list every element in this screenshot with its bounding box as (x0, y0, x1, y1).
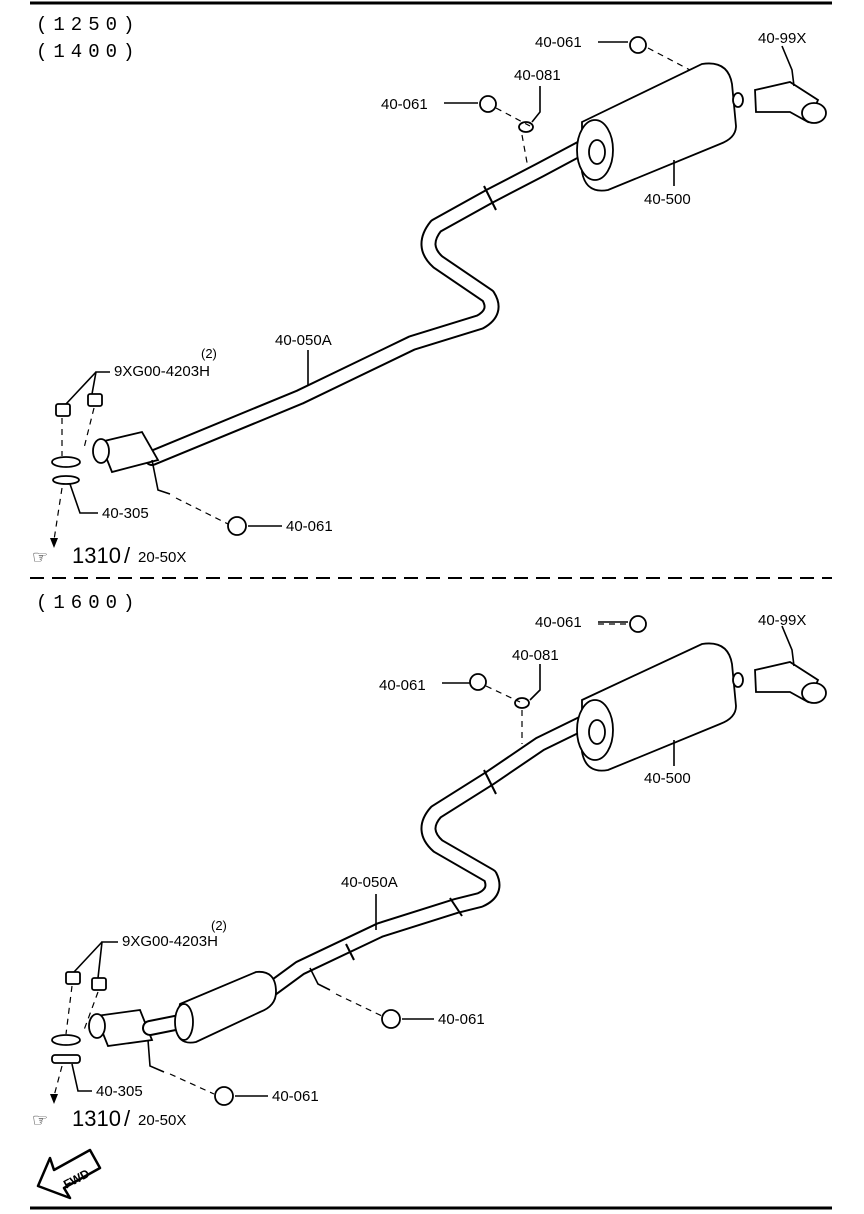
tail-pipe (732, 661, 827, 704)
center-resonator (174, 970, 277, 1044)
reference-icon: ☞ (32, 1110, 48, 1130)
part-number-label: 40-081 (512, 647, 559, 664)
arrow-head (50, 538, 58, 548)
part-number-label: 40-061 (379, 677, 426, 694)
seal-ring (52, 475, 80, 485)
part-number-label: 40-99X (758, 612, 806, 629)
pipe-joint (483, 185, 497, 211)
reference-icon: ☞ (32, 547, 48, 567)
hanger-bracket (309, 967, 331, 991)
seal-ring (51, 1054, 81, 1064)
rubber-hanger (214, 1086, 234, 1106)
fwd-arrow-icon: FWD (36, 1148, 102, 1200)
part-number-label: 40-305 (102, 505, 149, 522)
section-2: (1600) (32, 592, 827, 1200)
pipe-joint (449, 897, 463, 917)
part-number-label: 40-061 (535, 34, 582, 51)
exhaust-pipe (144, 138, 593, 466)
front-converter (92, 430, 160, 474)
part-number-label: 40-061 (535, 614, 582, 631)
quantity-label: (2) (211, 918, 227, 933)
reference-slash: / (124, 543, 131, 568)
pipe-joint (345, 943, 355, 961)
nut (55, 403, 71, 417)
rubber-hanger (629, 36, 647, 54)
nut (87, 393, 103, 407)
hanger-bracket (151, 459, 171, 495)
pipe-joint (483, 769, 497, 795)
part-number-label: 40-061 (272, 1088, 319, 1105)
part-number-label: 40-050A (275, 332, 332, 349)
part-number-label: 40-305 (96, 1083, 143, 1100)
part-number-label: 9XG00-4203H (122, 933, 218, 950)
part-number-label: 40-050A (341, 874, 398, 891)
exhaust-pipe (262, 714, 593, 998)
exhaust-pipe-inner (264, 716, 591, 996)
part-number-label: 40-061 (286, 518, 333, 535)
hanger-bracket (147, 1039, 165, 1073)
front-converter (88, 1009, 188, 1047)
part-number-label: 40-500 (644, 770, 691, 787)
reference-number: 1310 (72, 543, 121, 568)
reference-code: 20-50X (138, 1112, 186, 1129)
part-number-label: 40-081 (514, 67, 561, 84)
section-1: (1250) (1400) (32, 14, 827, 568)
rubber-hanger (469, 673, 487, 691)
part-number-label: 40-500 (644, 191, 691, 208)
tail-pipe (732, 81, 827, 124)
flange-gasket (51, 456, 81, 468)
variant-label: (1250) (36, 14, 140, 36)
muffler (576, 62, 737, 192)
rubber-hanger (227, 516, 247, 536)
rubber-hanger (381, 1009, 401, 1029)
variant-label: (1600) (36, 592, 140, 614)
nut (91, 977, 107, 991)
part-number-label: 40-99X (758, 30, 806, 47)
reference-code: 20-50X (138, 549, 186, 566)
rubber-hanger (479, 95, 497, 113)
gasket-ring (514, 697, 530, 709)
reference-slash: / (124, 1106, 131, 1131)
arrow-head (50, 1094, 58, 1104)
gasket-ring (518, 121, 534, 133)
part-number-label: 9XG00-4203H (114, 363, 210, 380)
variant-label: (1400) (36, 41, 140, 63)
part-number-label: 40-061 (438, 1011, 485, 1028)
reference-number: 1310 (72, 1106, 121, 1131)
quantity-label: (2) (201, 346, 217, 361)
nut (65, 971, 81, 985)
exhaust-pipe-inner (146, 140, 591, 464)
rubber-hanger (629, 615, 647, 633)
part-number-label: 40-061 (381, 96, 428, 113)
flange-gasket (51, 1034, 81, 1046)
muffler (576, 642, 737, 772)
